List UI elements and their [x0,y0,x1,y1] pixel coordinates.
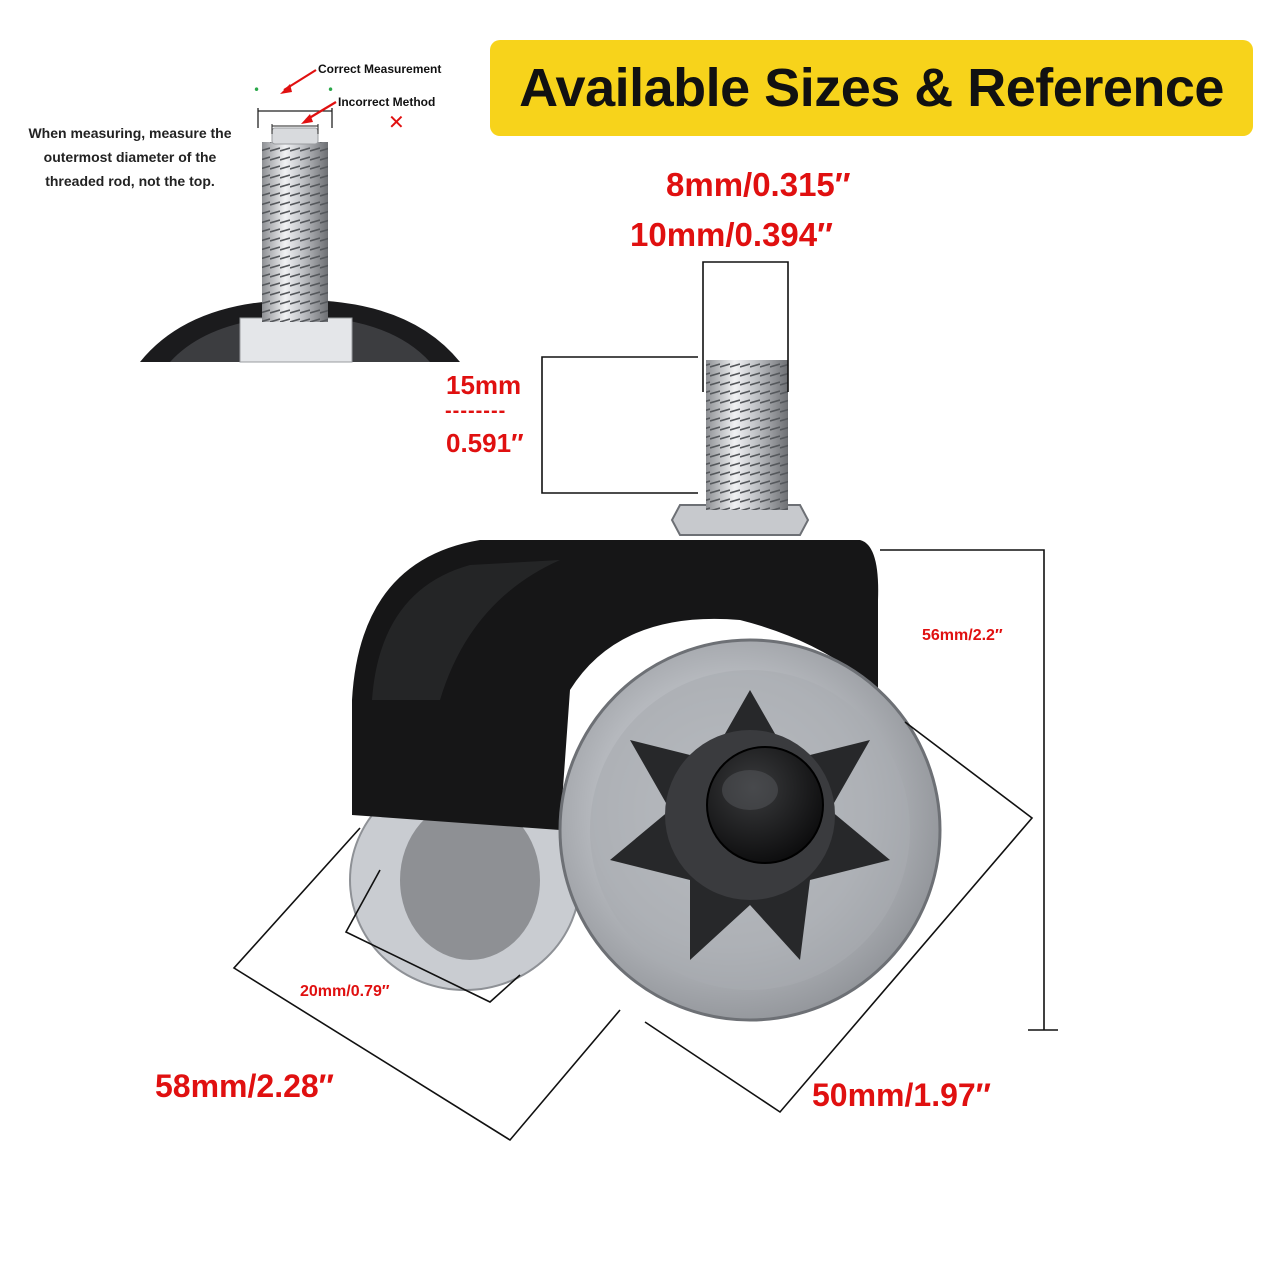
thread-diameter-bracket [702,261,789,392]
dimension-lines [232,261,1058,1142]
stem-length-bracket [541,356,698,494]
thread-diameter-8mm-label: 8mm/0.315″ [666,166,851,203]
stem-length-inch-label: 0.591″ [446,428,524,458]
reference-nut [239,317,353,363]
wheel-diameter-label: 50mm/1.97″ [812,1077,991,1113]
height-line [880,549,1045,1030]
svg-text:•: • [327,83,334,97]
stem-length-mm-label: 15mm [446,370,522,400]
incorrect-mark-icon: ✕ [388,110,405,134]
reference-bolt-image: • • [140,69,460,363]
overall-width-line [232,827,621,1142]
measurement-note: When measuring, measure the outermost di… [14,121,246,193]
incorrect-method-label: Incorrect Method [338,95,436,109]
correct-measurement-label: Correct Measurement [318,62,442,76]
stem-length-divider: -------- [445,400,507,422]
height-label: 56mm/2.2″ [922,627,1003,644]
page-title: Available Sizes & Reference [519,58,1224,118]
wheel-width-line [344,869,521,1003]
svg-text:•: • [253,83,260,97]
overall-width-label: 58mm/2.28″ [155,1068,334,1104]
stem-nut [670,504,810,536]
note-line: threaded rod, not the top. [45,173,215,189]
thread-diameter-10mm-label: 10mm/0.394″ [630,216,833,253]
wheel-width-label: 20mm/0.79″ [300,983,390,1000]
title-banner: Available Sizes & Reference [490,40,1253,136]
note-line: outermost diameter of the [43,149,217,165]
note-line: When measuring, measure the [28,125,232,141]
wheel-diameter-line [644,721,1034,1114]
caster-wheel-image [349,360,942,1022]
